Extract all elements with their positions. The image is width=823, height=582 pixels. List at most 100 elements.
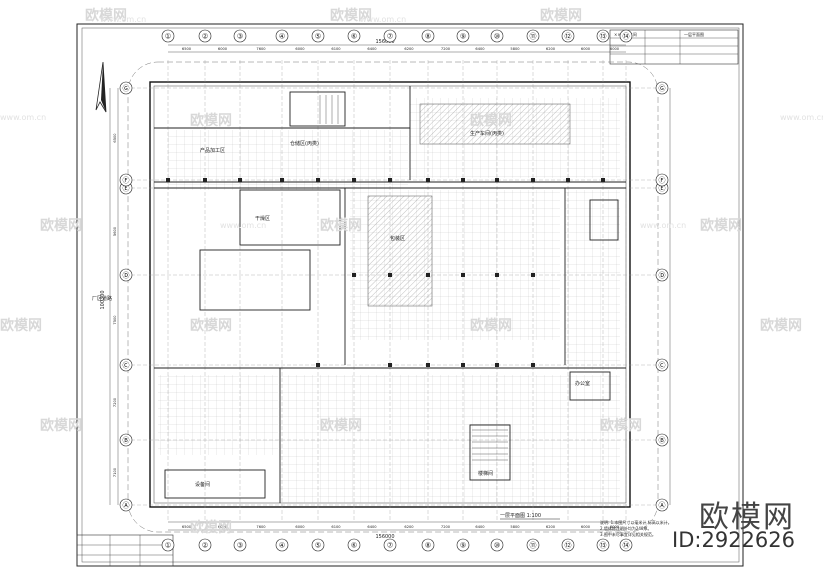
dimension-value: 5800: [510, 525, 520, 529]
svg-text:www.om.cn: www.om.cn: [360, 15, 406, 24]
hatched-zone-center: [367, 195, 433, 307]
svg-text:欧模网: 欧模网: [40, 417, 82, 434]
svg-text:www.om.cn: www.om.cn: [100, 15, 146, 24]
dimension-value: 6400: [475, 47, 485, 51]
tile-floor-south: [280, 375, 620, 503]
svg-text:③: ③: [237, 33, 243, 41]
svg-text:欧模网: 欧模网: [760, 317, 802, 334]
site-road: [127, 61, 659, 533]
grid-column-bubble: ⑨: [456, 538, 470, 552]
svg-text:欧模网: 欧模网: [40, 217, 82, 234]
svg-text:⑨: ⑨: [460, 542, 466, 550]
svg-text:⑥: ⑥: [351, 542, 357, 550]
svg-text:④: ④: [279, 542, 285, 550]
svg-text:⑦: ⑦: [387, 33, 393, 41]
total-height-left: 100300: [100, 290, 106, 309]
grid-row-bubble: Ⓒ: [655, 358, 669, 372]
side-dimension-value: 7500: [113, 315, 117, 325]
grid-column-bubble: ⑦: [383, 538, 397, 552]
dimension-value: 5800: [510, 47, 520, 51]
grid-column-bubble: ⑬: [596, 538, 610, 552]
dimension-value: 6000: [610, 47, 620, 51]
dimension-value: 6000: [581, 525, 591, 529]
grid-row-bubble: Ⓖ: [655, 81, 669, 95]
svg-text:Ⓕ: Ⓕ: [659, 177, 666, 185]
grid-column-bubble: ⑧: [421, 29, 435, 43]
dimension-value: 6100: [331, 47, 341, 51]
dimension-value: 7600: [256, 47, 266, 51]
dimension-value: 6500: [182, 47, 192, 51]
svg-text:www.om.cn: www.om.cn: [220, 221, 266, 230]
brand-logo-text: 欧模网: [699, 500, 795, 535]
svg-text:①: ①: [165, 542, 171, 550]
grid-column-bubble: ⑩: [490, 29, 504, 43]
asset-id-text: ID:2922626: [672, 528, 795, 552]
structural-columns: [166, 178, 605, 367]
svg-text:②: ②: [202, 542, 208, 550]
grid-column-bubble: ⑬: [596, 29, 610, 43]
grid-row-bubble: Ⓐ: [655, 498, 669, 512]
svg-text:⑩: ⑩: [494, 33, 500, 41]
dimension-value: 6200: [546, 525, 556, 529]
grid-column-bubble: ⑪: [526, 538, 540, 552]
label-road: 厂区道路: [92, 295, 112, 302]
svg-text:欧模网: 欧模网: [190, 317, 232, 334]
grid-column-bubble: ③: [233, 29, 247, 43]
tile-floor-sw: [158, 375, 278, 455]
dimension-value: 6100: [331, 525, 341, 529]
dimension-value: 6400: [367, 525, 377, 529]
svg-text:⑧: ⑧: [425, 33, 431, 41]
label-workshop-b: 仓储区(丙类): [290, 140, 319, 147]
dimension-value: 6000: [610, 525, 620, 529]
grid-row-bubble: Ⓖ: [119, 81, 133, 95]
svg-text:欧模网: 欧模网: [320, 217, 362, 234]
note-1: 说明: 1.本图尺寸以毫米计,标高以米计。: [600, 519, 672, 525]
north-arrow-icon: [95, 61, 107, 113]
grid-column-bubble: ⑭: [619, 29, 633, 43]
dimension-value: 6000: [218, 47, 228, 51]
dimension-value: 6200: [404, 47, 414, 51]
side-dimension-value: 7100: [113, 467, 117, 477]
svg-text:⑭: ⑭: [623, 542, 630, 550]
svg-text:⑫: ⑫: [565, 33, 572, 41]
svg-text:Ⓓ: Ⓓ: [659, 272, 666, 280]
grid-column-bubble: ①: [161, 29, 175, 43]
dimension-value: 6200: [546, 47, 556, 51]
svg-text:⑬: ⑬: [600, 33, 607, 41]
grid-column-bubble: ②: [198, 29, 212, 43]
svg-text:⑦: ⑦: [387, 542, 393, 550]
grid-column-bubble: ⑧: [421, 538, 435, 552]
dimension-value: 7600: [256, 525, 266, 529]
svg-text:⑭: ⑭: [623, 33, 630, 41]
svg-text:⑥: ⑥: [351, 33, 357, 41]
dimension-value: 6500: [182, 525, 192, 529]
svg-text:Ⓔ: Ⓔ: [659, 185, 666, 193]
title-block-drawing: 一层平面图: [684, 31, 704, 37]
drawing-title: 一层平面图 1:100: [500, 513, 541, 519]
dimension-value: 6000: [581, 47, 591, 51]
note-3: 3.图中未尽事宜详见相关规范。: [600, 531, 656, 537]
dimension-lines: [109, 44, 671, 531]
svg-text:欧模网: 欧模网: [540, 7, 582, 24]
svg-text:⑪: ⑪: [530, 33, 537, 41]
note-2: 2.墙体除注明外均为240厚。: [600, 525, 651, 531]
dimension-value: 6000: [295, 47, 305, 51]
svg-text:www.om.cn: www.om.cn: [0, 113, 46, 122]
total-width-bottom: 156000: [375, 534, 394, 540]
grid-row-bubble: Ⓕ: [655, 173, 669, 187]
grid-row-bubble: Ⓒ: [119, 358, 133, 372]
grid-column-bubble: ⑫: [561, 29, 575, 43]
grid-row-bubble: Ⓓ: [655, 268, 669, 282]
label-office: 办公室: [575, 380, 590, 387]
grid-column-bubble: ⑨: [456, 29, 470, 43]
grid-column-bubble: ⑩: [490, 538, 504, 552]
dimension-value: 6400: [475, 525, 485, 529]
grid-column-bubble: ⑭: [619, 538, 633, 552]
svg-text:②: ②: [202, 33, 208, 41]
dimension-value: 6000: [218, 525, 228, 529]
svg-text:⑬: ⑬: [600, 542, 607, 550]
